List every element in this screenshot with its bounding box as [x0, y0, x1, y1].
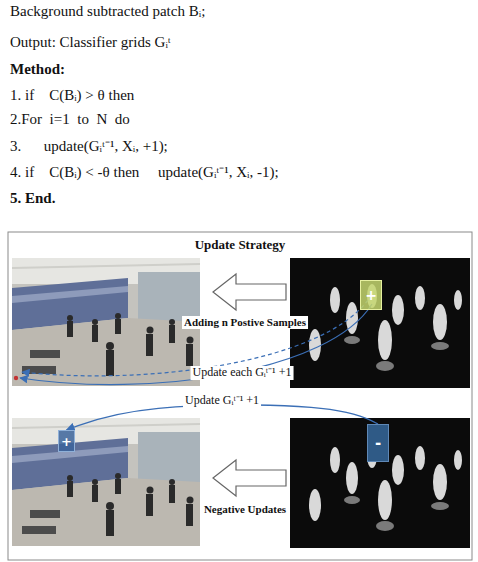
figure-frame: [8, 232, 472, 560]
update-note: Update each Gᵢᵗ⁻¹ +1: [191, 366, 294, 380]
box-sign: +: [61, 435, 72, 448]
algorithm-line: Method:: [10, 61, 65, 78]
algorithm-line: 4. if C(Bᵢ) < -θ then update(Gᵢᵗ⁻¹, Xᵢ, …: [10, 164, 279, 181]
algorithm-line: 3. update(Gᵢᵗ⁻¹, Xᵢ, +1);: [10, 138, 168, 155]
hollow-arrow: [213, 274, 286, 310]
hollow-arrow: [213, 460, 286, 496]
station-photo: [12, 258, 200, 386]
box-sign: +: [365, 288, 377, 302]
update-curve: [22, 300, 368, 376]
positive-update-box: +: [58, 430, 75, 452]
target-dot: [14, 376, 18, 380]
arrow-caption: Negative Updates: [202, 503, 288, 516]
algorithm-line: 1. if C(Bᵢ) > θ then: [10, 87, 134, 104]
positive-sample-box: +: [360, 280, 382, 310]
algorithm-line: Output: Classifier grids Gᵢᵗ: [10, 34, 171, 51]
figure-title: Update Strategy: [195, 238, 286, 253]
foreground-mask: [290, 258, 470, 388]
box-sign: -: [375, 436, 381, 451]
foreground-mask: [290, 418, 470, 548]
connector-label: Update Gᵢᵗ⁻¹ +1: [183, 394, 261, 408]
algorithm-line: Background subtracted patch Bᵢ;: [10, 3, 205, 20]
negative-sample-box: -: [367, 424, 389, 462]
update-curve: [20, 304, 372, 385]
station-photo: [12, 418, 200, 546]
algorithm-line: 5. End.: [10, 190, 55, 207]
algorithm-line: 2.For i=1 to N do: [10, 111, 130, 128]
arrow-caption: Adding n Postive Samples: [182, 316, 308, 329]
update-connector: [67, 405, 379, 430]
